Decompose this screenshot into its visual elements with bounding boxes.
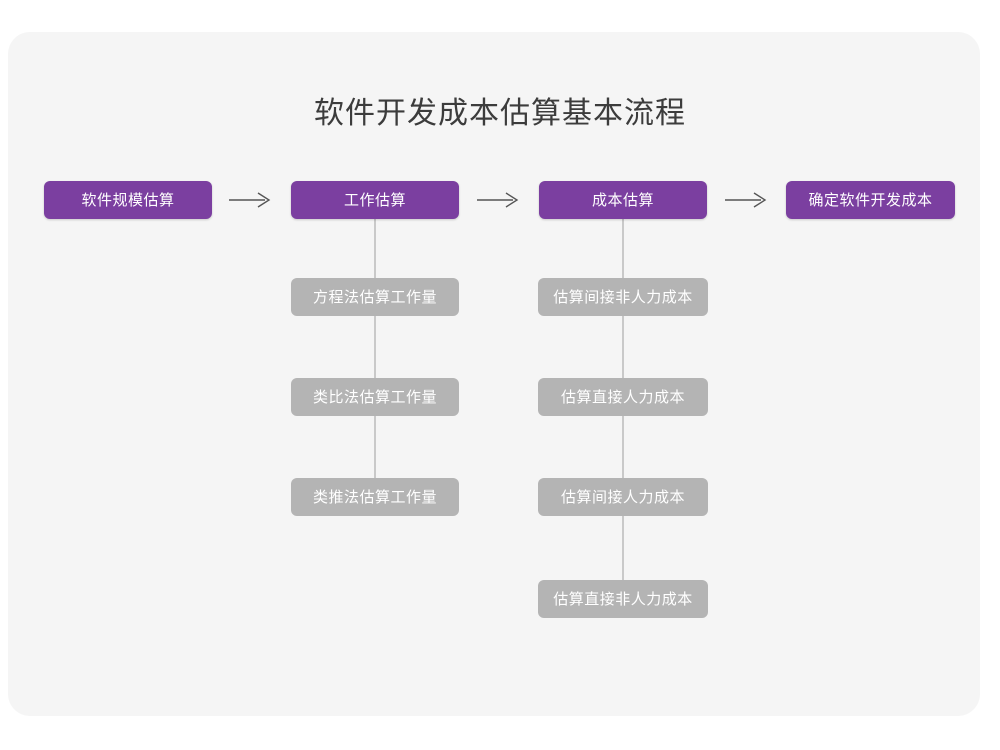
step-label: 确定软件开发成本 (808, 191, 933, 209)
arrow-3-icon (725, 192, 767, 208)
step-box-cost-estimation[interactable]: 成本估算 (539, 181, 707, 219)
step-box-work-estimation[interactable]: 工作估算 (291, 181, 459, 219)
branch-label: 类比法估算工作量 (312, 388, 437, 406)
content-card (8, 32, 980, 716)
step-label: 成本估算 (591, 191, 654, 209)
step-label: 工作估算 (343, 191, 406, 209)
branch-box-work-1[interactable]: 方程法估算工作量 (291, 278, 459, 316)
branch-label: 类推法估算工作量 (312, 488, 437, 506)
branch-label: 估算间接非人力成本 (553, 288, 693, 306)
branch-box-cost-4[interactable]: 估算直接非人力成本 (538, 580, 708, 618)
branch-label: 估算直接非人力成本 (553, 590, 693, 608)
branch-box-work-3[interactable]: 类推法估算工作量 (291, 478, 459, 516)
arrow-1-icon (229, 192, 271, 208)
branch-box-cost-2[interactable]: 估算直接人力成本 (538, 378, 708, 416)
step-box-final-cost[interactable]: 确定软件开发成本 (786, 181, 955, 219)
page-title: 软件开发成本估算基本流程 (314, 97, 686, 130)
step-box-software-scale[interactable]: 软件规模估算 (44, 181, 212, 219)
branch-label: 方程法估算工作量 (312, 288, 437, 306)
branch-label: 估算间接人力成本 (560, 488, 685, 506)
step-label: 软件规模估算 (81, 191, 175, 209)
branch-box-cost-3[interactable]: 估算间接人力成本 (538, 478, 708, 516)
branch-label: 估算直接人力成本 (560, 388, 685, 406)
arrow-2-icon (477, 192, 519, 208)
connector-work-column (374, 219, 376, 499)
branch-box-cost-1[interactable]: 估算间接非人力成本 (538, 278, 708, 316)
branch-box-work-2[interactable]: 类比法估算工作量 (291, 378, 459, 416)
